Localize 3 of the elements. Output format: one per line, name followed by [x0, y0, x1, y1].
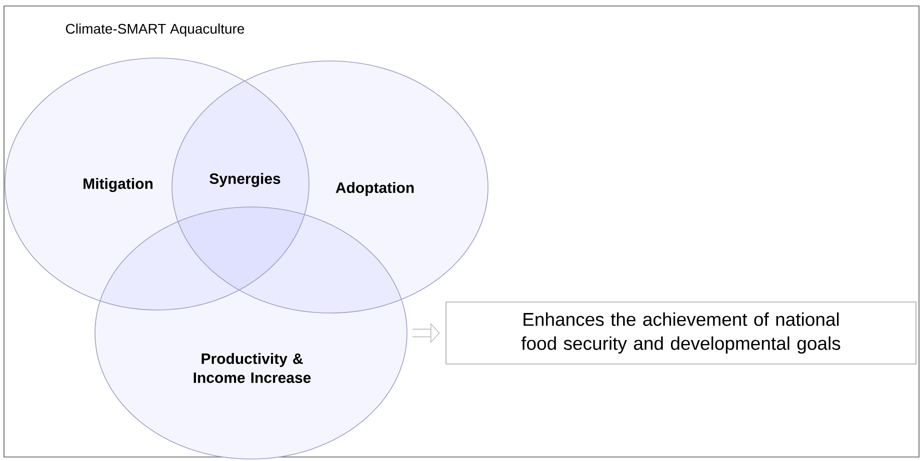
- overlap-label: Synergies: [210, 172, 280, 188]
- text-box: Enhances the achievement of national food security and developmental goals: [446, 302, 916, 364]
- diagram-title: Climate-SMART Aquaculture: [66, 23, 244, 37]
